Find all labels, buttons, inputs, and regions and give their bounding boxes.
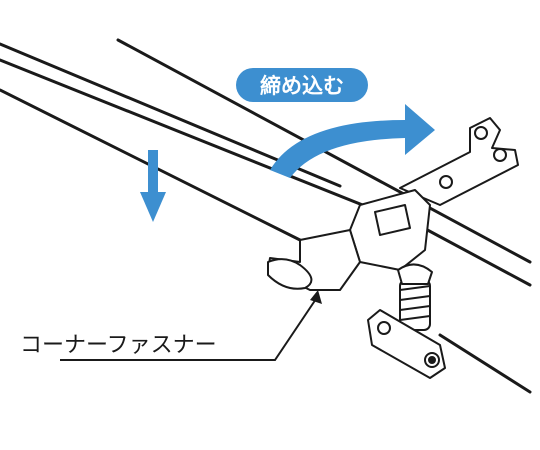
fastener-screw-1 <box>493 148 507 162</box>
rail-a-mid <box>0 58 402 222</box>
curved-arrow-icon <box>270 104 435 178</box>
part-leader <box>60 290 322 361</box>
fastener-screw-2 <box>439 175 453 189</box>
part-label: コーナーファスナー <box>20 333 217 358</box>
rail-b-bottom <box>418 224 532 287</box>
fastener-upper-bracket <box>399 117 519 206</box>
action-label: 締め込む <box>260 74 344 98</box>
corner-fastener <box>267 117 519 379</box>
fastener-lower-hole-3 <box>428 356 436 364</box>
fastener-spring-cap <box>397 263 433 285</box>
fastener-hook <box>267 258 313 290</box>
fastener-body-detail <box>374 204 411 236</box>
rail-c <box>438 333 532 394</box>
fastener-tab-hole <box>474 126 488 140</box>
fastener-lower-hole-1 <box>377 321 391 335</box>
action-label-badge: 締め込む <box>236 68 368 102</box>
arrow-down-icon <box>140 150 166 222</box>
fastener-spring <box>399 279 431 331</box>
